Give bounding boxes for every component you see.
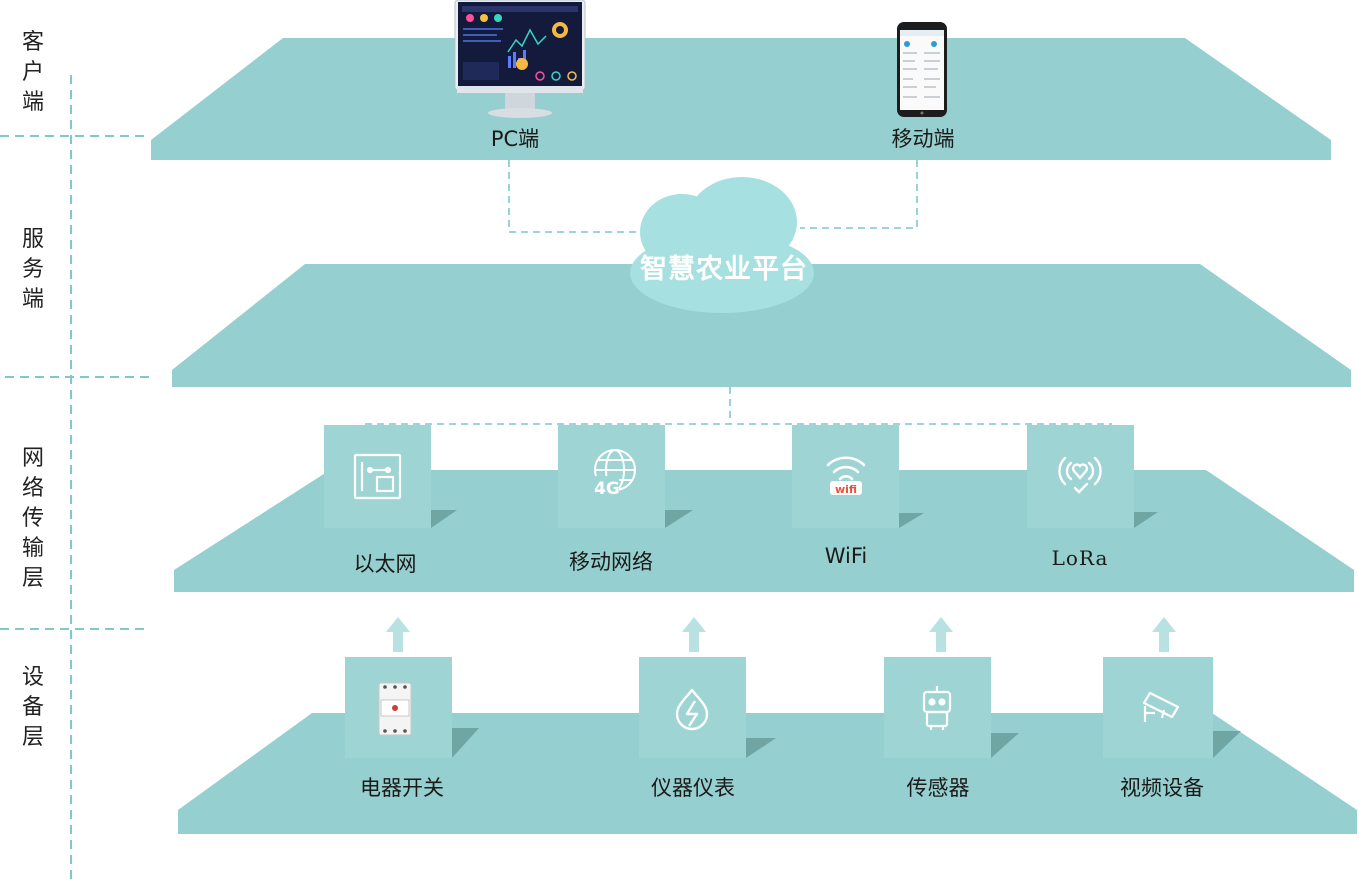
platform-label: 智慧农业平台	[640, 254, 808, 285]
lora-signal-icon	[1058, 456, 1102, 494]
layer-label-network: 网 络 传 输 层	[21, 446, 44, 591]
network-folds	[431, 510, 1158, 528]
pc-client-label: PC端	[490, 127, 540, 151]
layer-label-device: 设 备 层	[21, 665, 44, 750]
device-label-switch: 电器开关	[360, 776, 444, 800]
network-label-wifi: WiFi	[824, 544, 868, 568]
mobile-phone-icon	[897, 22, 947, 117]
server-platform	[172, 264, 1351, 387]
arrow-up-icon	[929, 617, 953, 652]
arrow-up-icon	[386, 617, 410, 652]
arrow-up-icon	[682, 617, 706, 652]
arrow-up-icon	[1152, 617, 1176, 652]
upward-arrows	[386, 617, 1176, 652]
device-platform	[178, 713, 1357, 834]
client-server-links	[508, 160, 918, 233]
wifi-icon	[826, 456, 866, 481]
client-platform	[151, 38, 1331, 160]
pc-monitor-icon	[454, 0, 586, 118]
device-tiles	[345, 657, 1213, 758]
mobile-client-label: 移动端	[891, 127, 955, 151]
breaker-switch-icon	[378, 682, 412, 736]
layer-label-client: 客 户 端	[21, 30, 44, 115]
network-label-ethernet: 以太网	[353, 552, 417, 576]
server-network-links	[365, 387, 1112, 425]
badge-4g: 4G	[594, 479, 620, 499]
device-folds	[452, 728, 1241, 758]
circuit-board-icon	[353, 453, 402, 500]
robot-sensor-icon	[922, 686, 952, 730]
device-label-video: 视频设备	[1120, 776, 1204, 800]
water-drop-lightning-icon	[675, 688, 709, 731]
device-label-sensor: 传感器	[906, 776, 970, 800]
security-camera-icon	[1142, 691, 1180, 722]
cloud-icon	[630, 177, 814, 313]
network-label-lora: LoRa	[1051, 546, 1109, 570]
network-label-mobile: 移动网络	[569, 550, 653, 574]
badge-wifi: wifi	[835, 483, 857, 496]
device-label-meter: 仪器仪表	[651, 776, 735, 800]
layer-guides	[0, 75, 150, 880]
layer-label-server: 服 务 端	[21, 227, 44, 312]
globe-4g-icon	[593, 449, 636, 496]
